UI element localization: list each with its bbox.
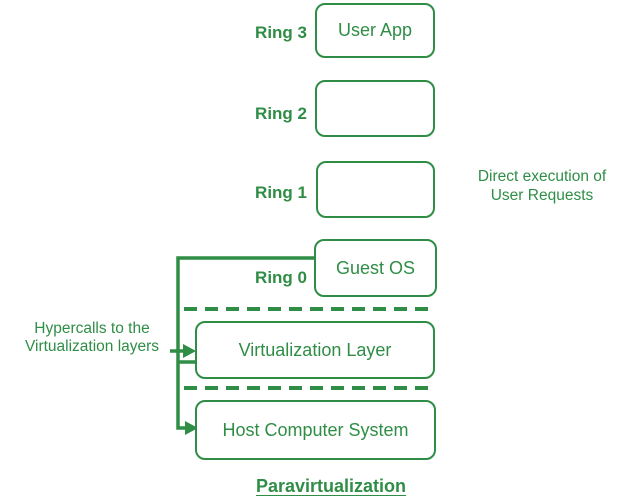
ring-1-box [316, 161, 435, 218]
user-app-box: User App [315, 3, 435, 58]
ring-0-label: Ring 0 [255, 268, 307, 287]
ring-2-label: Ring 2 [255, 104, 307, 123]
diagram-title: Paravirtualization [255, 476, 407, 496]
host-computer-system-box: Host Computer System [195, 400, 436, 460]
virtualization-layer-box: Virtualization Layer [195, 321, 435, 379]
hypercalls-annotation: Hypercalls to the Virtualization layers [6, 320, 178, 356]
direct-execution-line2: User Requests [490, 187, 594, 204]
direct-execution-annotation: Direct execution of User Requests [452, 167, 631, 205]
ring-1-label: Ring 1 [255, 183, 307, 202]
ring-3-label: Ring 3 [255, 23, 307, 42]
ring-2-box [315, 80, 435, 137]
direct-execution-line1: Direct execution of [477, 168, 607, 185]
hypercalls-line2: Virtualization layers [24, 338, 160, 355]
hypercalls-line1: Hypercalls to the [34, 320, 150, 337]
guest-os-box: Guest OS [314, 239, 437, 297]
